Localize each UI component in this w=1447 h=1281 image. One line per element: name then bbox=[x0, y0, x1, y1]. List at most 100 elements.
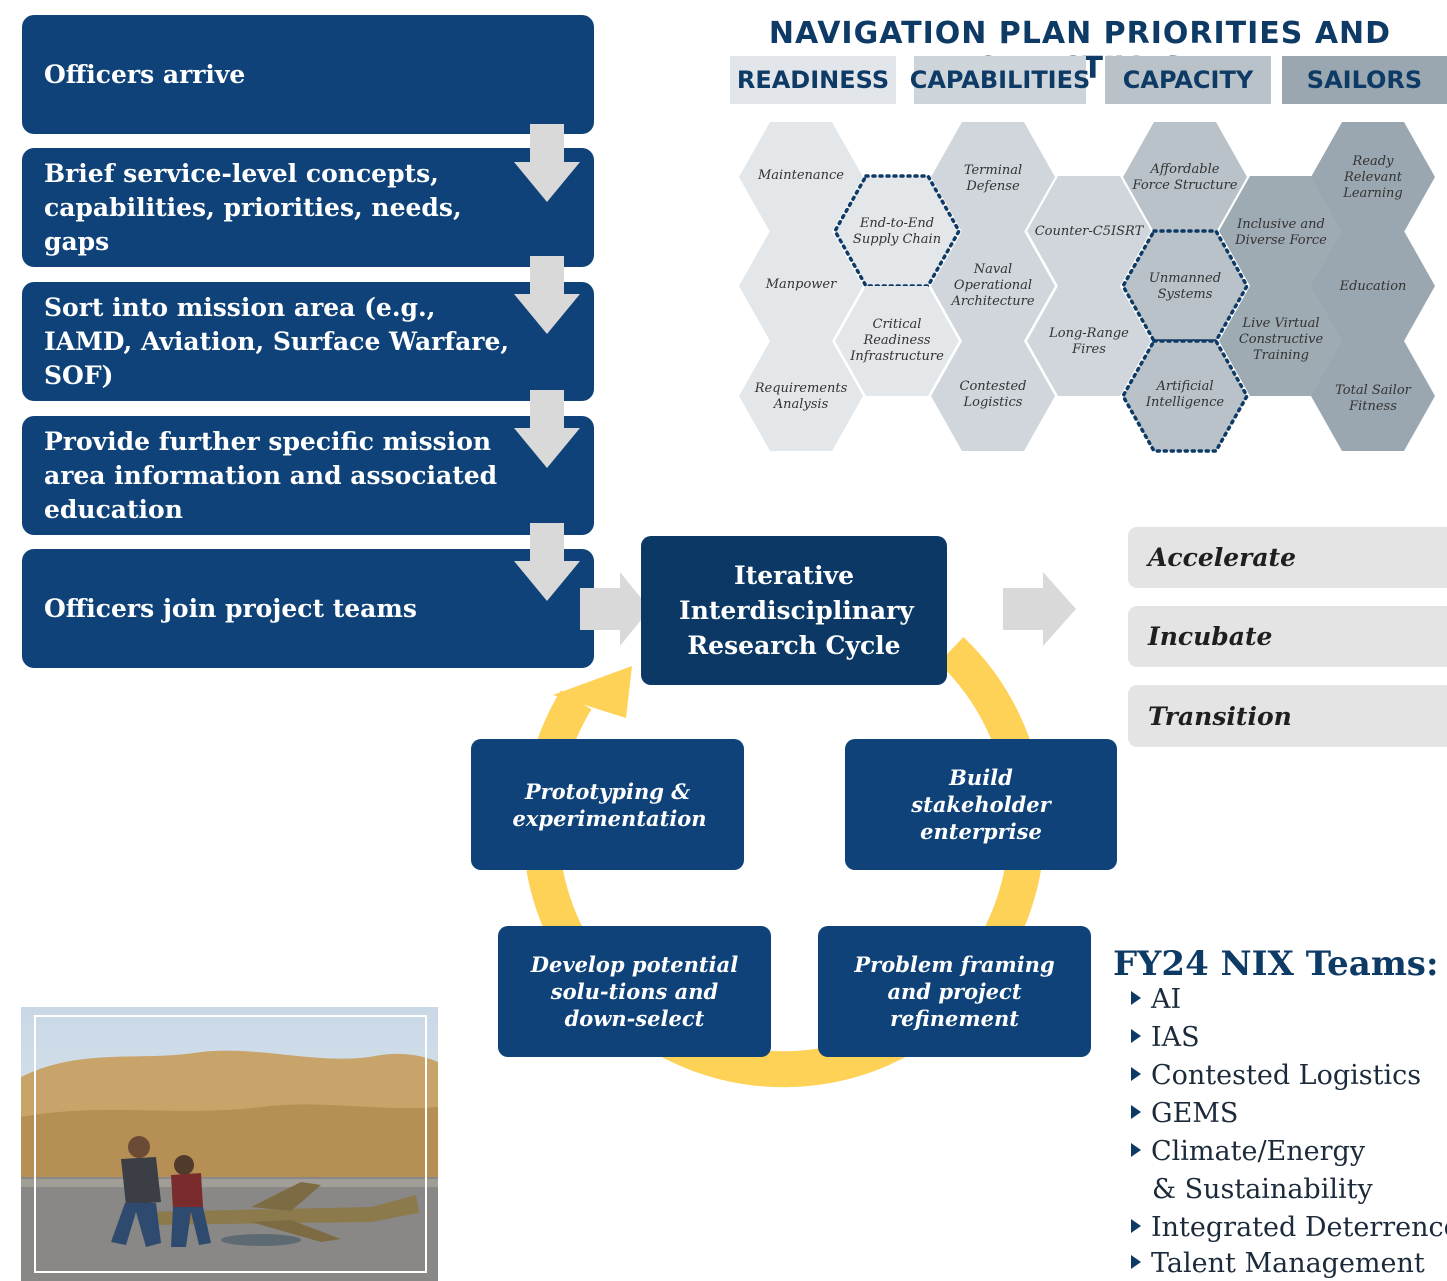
hex-label-line: Contested bbox=[960, 379, 1027, 394]
step-text: Brief service-level concepts, capabiliti… bbox=[44, 158, 462, 256]
down-arrow-icon bbox=[514, 390, 580, 468]
step-officers-arrive: Officers arrive bbox=[22, 15, 594, 134]
hex-label-line: Training bbox=[1253, 348, 1309, 363]
hex-label-line: Systems bbox=[1158, 287, 1213, 302]
step-text: Officers arrive bbox=[44, 59, 246, 89]
team-label: & Sustainability bbox=[1152, 1174, 1373, 1205]
cycle-prototyping: Prototyping & experimentation bbox=[471, 739, 744, 870]
team-item: GEMS bbox=[1131, 1098, 1238, 1129]
down-arrow-icon bbox=[514, 256, 580, 334]
hex-label-line: Force Structure bbox=[1132, 178, 1238, 193]
team-item: Contested Logistics bbox=[1131, 1060, 1421, 1091]
hex-counter-c5isrt: Counter-C5ISRT bbox=[1027, 176, 1151, 286]
team-item: IAS bbox=[1131, 1022, 1200, 1053]
hex-label-line: Logistics bbox=[963, 395, 1023, 410]
step-text: Officers join project teams bbox=[44, 593, 417, 623]
hex-label-line: Intelligence bbox=[1145, 395, 1225, 410]
hex-label-line: Supply Chain bbox=[853, 232, 941, 247]
outcome-incubate: Incubate bbox=[1128, 606, 1447, 667]
cycle-prototyping-label: Prototyping & experimentation bbox=[512, 778, 707, 831]
hex-label-line: Terminal bbox=[964, 163, 1022, 178]
team-label: Climate/Energy bbox=[1151, 1136, 1366, 1167]
hex-label-line: Architecture bbox=[950, 294, 1034, 309]
team-item: Integrated Deterrence bbox=[1131, 1212, 1447, 1243]
category-sailors: SAILORS bbox=[1282, 56, 1447, 104]
hex-label-line: Operational bbox=[954, 278, 1032, 293]
cycle-arrowhead-icon bbox=[553, 666, 632, 718]
hex-label-line: Unmanned bbox=[1149, 271, 1221, 286]
hex-label-line: Long-Range bbox=[1048, 326, 1129, 341]
hex-label-line: Requirements bbox=[754, 381, 848, 396]
team-item: Climate/Energy bbox=[1131, 1136, 1365, 1167]
team-label: Integrated Deterrence bbox=[1151, 1212, 1447, 1243]
step-sort-mission-area: Sort into mission area (e.g., IAMD, Avia… bbox=[22, 282, 594, 401]
step-brief-concepts: Brief service-level concepts, capabiliti… bbox=[22, 148, 594, 267]
research-cycle-label: Iterative Interdisciplinary Research Cyc… bbox=[679, 561, 914, 660]
team-label: GEMS bbox=[1151, 1098, 1239, 1129]
hex-label: Education bbox=[1339, 279, 1407, 294]
team-item-continuation: & Sustainability bbox=[1152, 1174, 1373, 1205]
bullet-triangle-icon bbox=[1131, 1254, 1141, 1269]
hex-label: Manpower bbox=[765, 277, 837, 292]
outcome-transition: Transition bbox=[1128, 685, 1447, 747]
step-join-teams: Officers join project teams bbox=[22, 549, 594, 668]
cycle-problem-label: Problem framing and project refinement bbox=[854, 952, 1055, 1031]
cycle-develop-label: Develop potential solu-tions and down-se… bbox=[530, 952, 739, 1031]
hex-label-line: Fitness bbox=[1348, 399, 1397, 414]
hex-label-line: Total Sailor bbox=[1335, 383, 1412, 398]
research-cycle-center: Iterative Interdisciplinary Research Cyc… bbox=[641, 536, 947, 685]
cycle-problem-framing: Problem framing and project refinement bbox=[818, 926, 1091, 1057]
team-label: IAS bbox=[1151, 1022, 1200, 1053]
bullet-triangle-icon bbox=[1131, 1218, 1141, 1233]
team-label: AI bbox=[1151, 984, 1182, 1015]
hex-label-line: Analysis bbox=[773, 397, 829, 412]
bullet-triangle-icon bbox=[1131, 990, 1141, 1005]
step-text: Sort into mission area (e.g., IAMD, Avia… bbox=[44, 292, 510, 390]
bullet-triangle-icon bbox=[1131, 1028, 1141, 1043]
bullet-triangle-icon bbox=[1131, 1142, 1141, 1157]
hex-label-line: Fires bbox=[1071, 342, 1106, 357]
hex-label-line: Inclusive and bbox=[1236, 217, 1325, 232]
category-capabilities: CAPABILITIES bbox=[910, 56, 1090, 104]
hex-label-line: Ready bbox=[1352, 154, 1395, 169]
hex-label-line: End-to-End bbox=[859, 216, 934, 231]
drone-photo bbox=[21, 1007, 438, 1281]
hex-manpower: Manpower bbox=[739, 231, 863, 341]
hex-label: Counter-C5ISRT bbox=[1035, 224, 1145, 239]
hex-label-line: Learning bbox=[1342, 186, 1403, 201]
hex-label: Maintenance bbox=[757, 168, 844, 183]
down-arrow-icon bbox=[514, 523, 580, 601]
hex-label-line: Naval bbox=[973, 262, 1012, 277]
hex-label-line: Affordable bbox=[1150, 162, 1220, 177]
down-arrow-icon bbox=[514, 124, 580, 202]
bullet-triangle-icon bbox=[1131, 1066, 1141, 1081]
team-label: Talent Management bbox=[1151, 1248, 1425, 1279]
hex-label-line: Diverse Force bbox=[1234, 233, 1327, 248]
hex-label-line: Constructive bbox=[1239, 332, 1324, 347]
outcome-accelerate: Accelerate bbox=[1128, 527, 1447, 588]
hex-label-line: Relevant bbox=[1343, 170, 1403, 185]
